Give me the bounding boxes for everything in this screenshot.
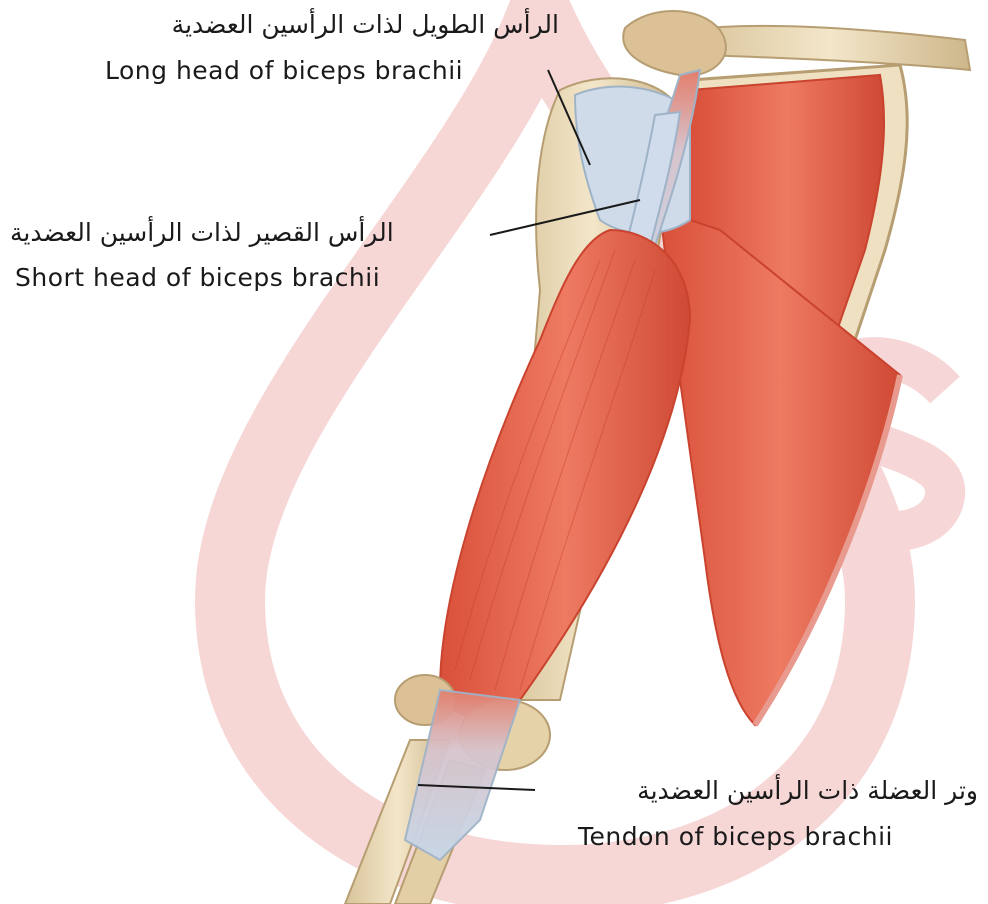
short-head-label-en: Short head of biceps brachii	[15, 263, 380, 292]
acromion-bone	[623, 11, 726, 76]
long-head-label-en: Long head of biceps brachii	[105, 56, 463, 85]
tendon-label-ar: وتر العضلة ذات الرأسين العضدية	[637, 776, 978, 805]
clavicle-bone	[690, 26, 970, 70]
long-head-label-ar: الرأس الطويل لذات الرأسين العضدية	[172, 10, 559, 39]
short-head-label-ar: الرأس القصير لذات الرأسين العضدية	[10, 218, 394, 247]
tendon-label-en: Tendon of biceps brachii	[578, 822, 893, 851]
